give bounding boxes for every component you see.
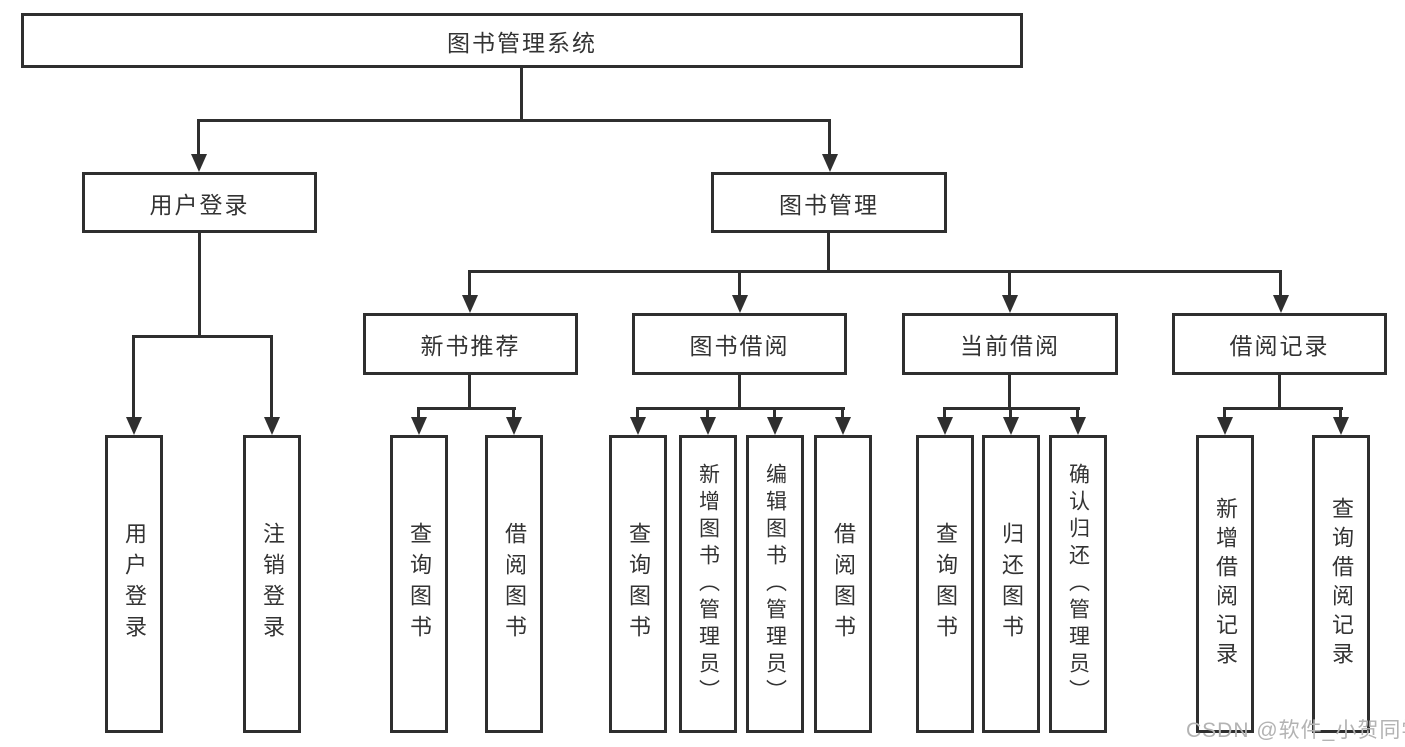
node-current-borrow: 当前借阅 (902, 313, 1118, 375)
connector-arrow-bb-add-shaft (706, 407, 709, 421)
connector-bookborrow-rail (637, 407, 845, 410)
connector-currentborrow-stem (1008, 375, 1011, 407)
connector-level3-rail (469, 270, 1282, 273)
connector-arrow-book-mgmt-shaft (828, 119, 831, 157)
leaf-br-query-record: 查询借阅记录 (1312, 435, 1370, 733)
connector-arrow-bb-borrow-shaft (841, 407, 844, 421)
leaf-br-add-record-label: 新增借阅记录 (1213, 497, 1238, 671)
leaf-logout: 注销登录 (243, 435, 301, 733)
arrow-bb-query (630, 417, 646, 435)
connector-arrow-nb-query-shaft (417, 407, 420, 421)
connector-arrow-br-query-shaft (1339, 407, 1342, 421)
arrow-nb-query (411, 417, 427, 435)
connector-arrow-bookborrow-shaft (738, 270, 741, 298)
arrow-br-query (1333, 417, 1349, 435)
leaf-bb-borrow-books-label: 借阅图书 (831, 522, 856, 646)
arrow-bb-add (700, 417, 716, 435)
leaf-br-query-record-label: 查询借阅记录 (1329, 497, 1354, 671)
leaf-cb-confirm-return-admin: 确认归还（管理员） (1049, 435, 1107, 733)
arrow-book-mgmt (822, 154, 838, 172)
leaf-bb-borrow-books: 借阅图书 (814, 435, 872, 733)
connector-borrowrecord-stem (1278, 375, 1281, 407)
connector-arrow-borrowrecord-shaft (1279, 270, 1282, 298)
leaf-bb-add-book-admin: 新增图书（管理员） (679, 435, 737, 733)
connector-arrow-user-login-shaft (197, 119, 200, 157)
arrow-newbook (462, 295, 478, 313)
connector-arrow-nb-borrow-shaft (512, 407, 515, 421)
leaf-cb-return-books-label: 归还图书 (999, 522, 1024, 646)
arrow-cb-confirm (1070, 417, 1086, 435)
node-book-borrow: 图书借阅 (632, 313, 847, 375)
leaf-bb-edit-book-admin: 编辑图书（管理员） (746, 435, 804, 733)
arrow-bb-edit (767, 417, 783, 435)
connector-arrow-br-add-shaft (1223, 407, 1226, 421)
connector-borrowrecord-rail (1224, 407, 1343, 410)
leaf-logout-label: 注销登录 (260, 522, 285, 646)
leaf-bb-query-books: 查询图书 (609, 435, 667, 733)
connector-root-stem (520, 68, 523, 119)
connector-arrow-newbook-shaft (468, 270, 471, 298)
connector-currentborrow-rail (944, 407, 1080, 410)
leaf-bb-add-book-admin-label: 新增图书（管理员） (696, 462, 720, 706)
connector-arrow-bb-edit-shaft (773, 407, 776, 421)
arrow-bb-borrow (835, 417, 851, 435)
connector-user-login-rail (133, 335, 273, 338)
connector-user-login-stem (198, 233, 201, 335)
leaf-nb-query-books-label: 查询图书 (407, 522, 432, 646)
leaf-nb-borrow-books-label: 借阅图书 (502, 522, 527, 646)
connector-arrow-leaf-logout-shaft (270, 335, 273, 419)
arrow-nb-borrow (506, 417, 522, 435)
connector-book-mgmt-stem (827, 233, 830, 270)
leaf-br-add-record: 新增借阅记录 (1196, 435, 1254, 733)
arrow-leaf-login (126, 417, 142, 435)
arrow-cb-query (937, 417, 953, 435)
arrow-cb-return (1003, 417, 1019, 435)
leaf-cb-return-books: 归还图书 (982, 435, 1040, 733)
connector-arrow-leaf-login-shaft (132, 335, 135, 419)
arrow-user-login (191, 154, 207, 172)
connector-arrow-cb-return-shaft (1009, 407, 1012, 421)
connector-arrow-cb-confirm-shaft (1076, 407, 1079, 421)
connector-newbook-rail (418, 407, 516, 410)
leaf-cb-query-books: 查询图书 (916, 435, 974, 733)
connector-level2-rail (198, 119, 831, 122)
leaf-user-login-label: 用户登录 (122, 522, 147, 646)
arrow-currentborrow (1002, 295, 1018, 313)
leaf-bb-edit-book-admin-label: 编辑图书（管理员） (763, 462, 787, 706)
watermark-csdn: CSDN @软件_小贺同学 (1186, 719, 1405, 742)
arrow-br-add (1217, 417, 1233, 435)
leaf-cb-confirm-return-admin-label: 确认归还（管理员） (1066, 462, 1090, 706)
leaf-nb-borrow-books: 借阅图书 (485, 435, 543, 733)
node-book-management: 图书管理 (711, 172, 947, 233)
node-library-management-system: 图书管理系统 (21, 13, 1023, 68)
node-borrow-records: 借阅记录 (1172, 313, 1387, 375)
connector-arrow-currentborrow-shaft (1008, 270, 1011, 298)
node-user-login: 用户登录 (82, 172, 317, 233)
arrow-leaf-logout (264, 417, 280, 435)
leaf-user-login: 用户登录 (105, 435, 163, 733)
connector-newbook-stem (468, 375, 471, 407)
connector-arrow-bb-query-shaft (636, 407, 639, 421)
leaf-nb-query-books: 查询图书 (390, 435, 448, 733)
connector-arrow-cb-query-shaft (943, 407, 946, 421)
arrow-borrowrecord (1273, 295, 1289, 313)
node-new-book-recommend: 新书推荐 (363, 313, 578, 375)
connector-bookborrow-stem (738, 375, 741, 407)
arrow-bookborrow (732, 295, 748, 313)
leaf-cb-query-books-label: 查询图书 (933, 522, 958, 646)
leaf-bb-query-books-label: 查询图书 (626, 522, 651, 646)
